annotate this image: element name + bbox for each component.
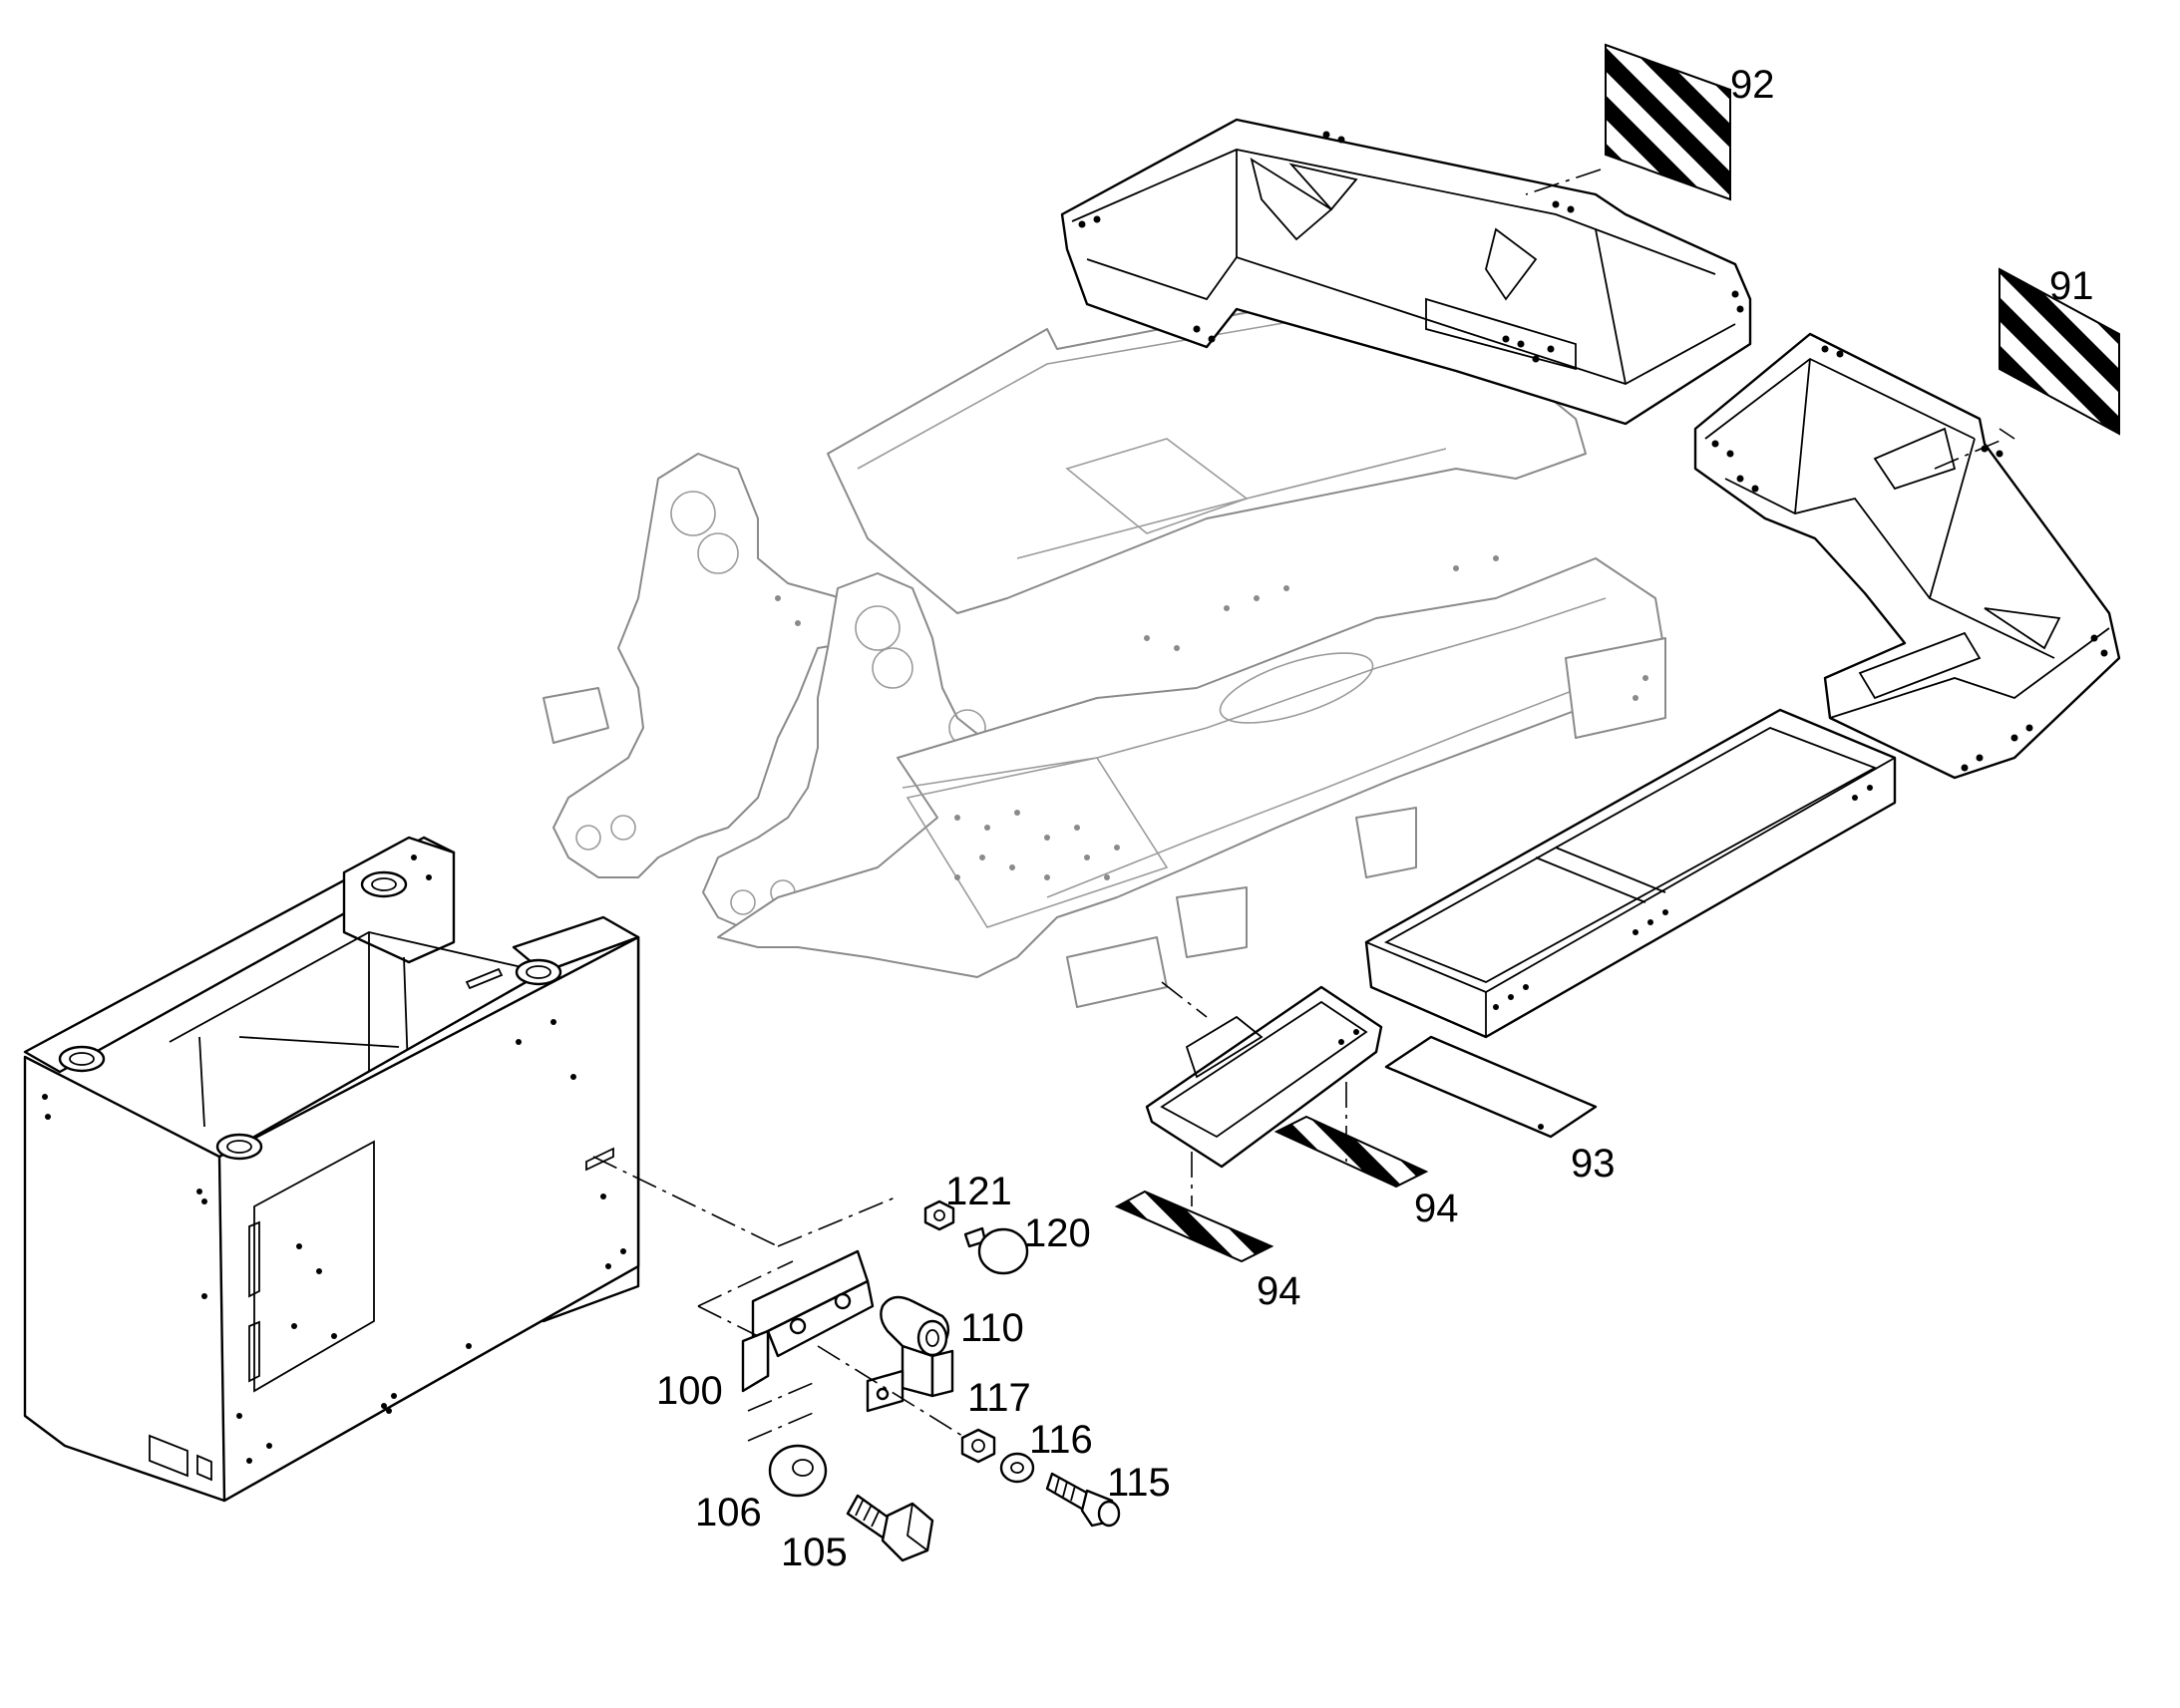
decal-92 xyxy=(1605,43,1731,201)
nut-117 xyxy=(960,1428,996,1464)
plate-93 xyxy=(1384,1035,1598,1139)
step-platform xyxy=(1145,985,1383,1169)
callout-94-lower: 94 xyxy=(1257,1269,1301,1313)
rear-frame-side xyxy=(1693,332,2121,780)
counterweight-box xyxy=(23,836,640,1503)
callout-106: 106 xyxy=(695,1491,762,1535)
decal-94-lower xyxy=(1114,1190,1274,1263)
pin-bracket-110 xyxy=(866,1295,954,1413)
decal-91 xyxy=(1998,267,2120,436)
rear-frame-side-holes xyxy=(1711,345,2108,772)
callout-100: 100 xyxy=(656,1369,723,1413)
washer-106 xyxy=(768,1444,828,1498)
callout-93: 93 xyxy=(1571,1142,1616,1186)
main-frame-ghost xyxy=(543,288,1666,1008)
bolt-105 xyxy=(846,1494,934,1562)
callout-labels: 92 91 93 94 94 100 105 106 110 115 116 1… xyxy=(656,63,2094,1574)
callout-94-upper: 94 xyxy=(1414,1187,1459,1230)
rear-frame-upper xyxy=(1060,118,1752,426)
bolt-115 xyxy=(1045,1472,1121,1528)
callout-92: 92 xyxy=(1730,63,1775,107)
rear-frame-upper-holes xyxy=(1078,131,1744,363)
cap-120 xyxy=(963,1226,1029,1275)
long-tray xyxy=(1364,708,1897,1039)
callout-110: 110 xyxy=(960,1306,1024,1350)
counterweight-holes xyxy=(42,854,626,1464)
callout-116: 116 xyxy=(1029,1418,1093,1462)
callout-120: 120 xyxy=(1024,1211,1091,1255)
callout-121: 121 xyxy=(945,1170,1012,1213)
callout-91: 91 xyxy=(2049,264,2094,308)
callout-105: 105 xyxy=(781,1531,848,1574)
leader-lines xyxy=(592,169,2015,1442)
long-tray-holes xyxy=(1493,785,1873,1010)
frame-holes xyxy=(775,555,1648,880)
callout-117: 117 xyxy=(967,1376,1031,1420)
bracket-100 xyxy=(741,1249,875,1393)
washer-116 xyxy=(999,1452,1035,1484)
decal-94-upper xyxy=(1273,1115,1429,1189)
nut-121 xyxy=(923,1199,955,1231)
callout-115: 115 xyxy=(1107,1461,1171,1505)
